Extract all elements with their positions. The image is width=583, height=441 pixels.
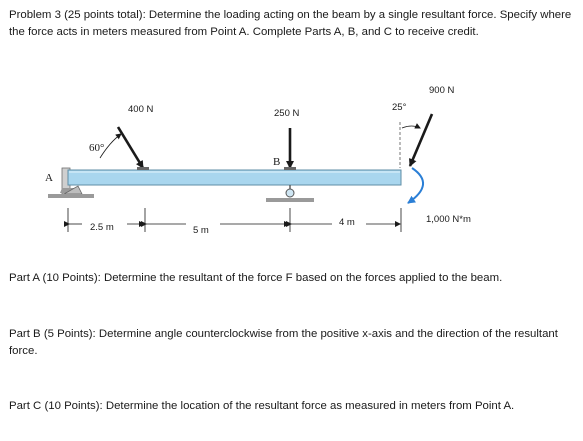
force-400n-arrow bbox=[116, 126, 145, 169]
moment-arrow bbox=[407, 167, 424, 204]
force-900n-arrow bbox=[408, 113, 434, 167]
point-b-label: B bbox=[273, 156, 280, 168]
angle-60-label: 60° bbox=[89, 142, 104, 154]
roller-support-b bbox=[266, 185, 314, 202]
force-250n-label: 250 N bbox=[274, 108, 299, 119]
angle-60-arc bbox=[99, 133, 122, 159]
problem-statement: Problem 3 (25 points total): Determine t… bbox=[9, 9, 572, 38]
part-c-text: Part C (10 Points): Determine the locati… bbox=[9, 400, 515, 412]
moment-label: 1,000 N*m bbox=[426, 214, 471, 225]
dimension-2-5m: 2.5 m bbox=[90, 222, 114, 233]
force-400n-label: 400 N bbox=[128, 104, 153, 115]
angle-25-arc bbox=[401, 123, 421, 129]
part-a-text: Part A (10 Points): Determine the result… bbox=[9, 272, 503, 284]
beam bbox=[67, 169, 402, 186]
point-a-label: A bbox=[45, 172, 53, 184]
dimension-4m: 4 m bbox=[339, 217, 355, 228]
angle-25-label: 25° bbox=[392, 102, 407, 113]
force-900n-label: 900 N bbox=[429, 85, 454, 96]
part-b-text: Part B (5 Points): Determine angle count… bbox=[9, 328, 558, 357]
dimension-5m: 5 m bbox=[193, 225, 209, 236]
pin-support-a bbox=[48, 167, 94, 198]
dimension-lines bbox=[64, 208, 402, 232]
